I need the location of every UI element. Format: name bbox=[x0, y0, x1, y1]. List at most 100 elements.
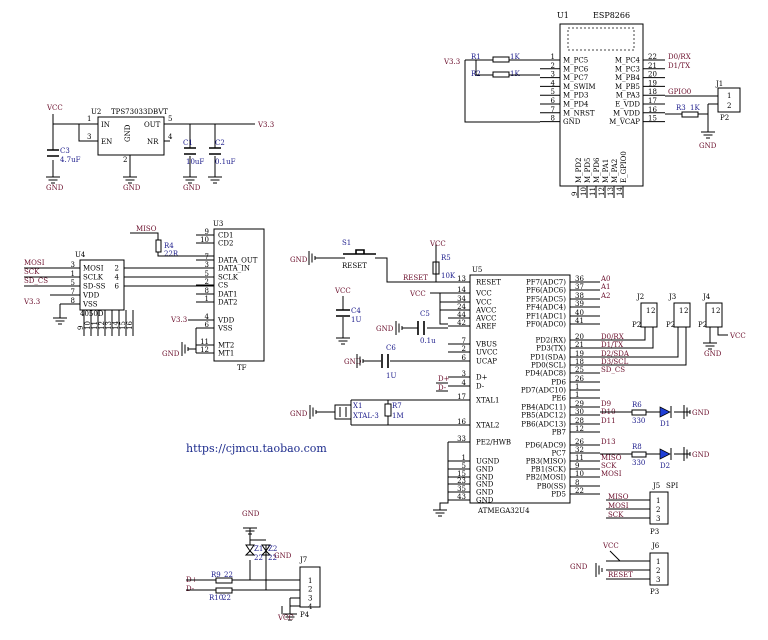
j6-pin-number: 1 bbox=[656, 558, 660, 566]
u4-right-pin-number: 4 bbox=[115, 274, 120, 282]
mcu-right-pin-label: PD7(ADC10) bbox=[521, 387, 566, 395]
j6-vcc-wire bbox=[609, 550, 621, 562]
r8-ref: R8 bbox=[632, 443, 642, 451]
reg-pin-out: 5 bbox=[168, 115, 172, 123]
esp-r1-ref: R1 bbox=[471, 53, 481, 61]
esp-right-pin-label: E_VDD bbox=[615, 101, 640, 109]
mcu-left-pin-number: 24 bbox=[457, 303, 466, 311]
mcu-right-pin-number: 41 bbox=[575, 317, 584, 325]
mcu-right-pin-label: PF5(ADC5) bbox=[526, 296, 566, 304]
u3-v33-net: V3.3 bbox=[170, 316, 187, 324]
c4-gnd-symbol bbox=[336, 337, 350, 345]
esp-right-pin-number: 17 bbox=[648, 97, 657, 105]
esp-right-pin-label: M_PB4 bbox=[615, 74, 641, 82]
mcu-right-pin-number: 20 bbox=[575, 333, 584, 341]
esp-bottom-pin-label: E_GPIO0 bbox=[620, 151, 628, 183]
esp-left-pin-number: 1 bbox=[551, 53, 555, 61]
u4-part: 4050D bbox=[80, 310, 104, 318]
mcu-vcc-net: VCC bbox=[409, 290, 426, 298]
mcu-right-pin-label: PD2(RX) bbox=[536, 337, 567, 345]
mcu-right-pin-label: PB7 bbox=[552, 429, 566, 437]
mcu-right-net-label: A2 bbox=[600, 292, 611, 300]
esp-bottom-pin-number: 10 bbox=[580, 187, 588, 196]
reg-gnd-c1 bbox=[183, 176, 197, 184]
mcu-left-pin-number: 34 bbox=[457, 295, 466, 303]
mcu-left-pin-label: GND bbox=[476, 474, 494, 482]
esp-right-pin-label: M_VCAP bbox=[609, 118, 640, 126]
u3-pin-label: DAT2 bbox=[218, 299, 237, 307]
c4-ref: C4 bbox=[351, 307, 361, 315]
mcu-left-pin-number: 7 bbox=[462, 337, 466, 345]
u4-bottom-pin-number: 11 bbox=[91, 321, 99, 330]
r9-value: 22 bbox=[224, 571, 233, 579]
reg-c3-value: 4.7uF bbox=[60, 156, 81, 164]
mcu-right-net-label: D1/TX bbox=[601, 341, 623, 349]
mcu-left-pin-number: 1 bbox=[462, 454, 466, 462]
r9-ref: R9 bbox=[211, 571, 221, 579]
r6-value: 330 bbox=[632, 417, 645, 425]
u3-pin-label: MT1 bbox=[218, 350, 234, 358]
r5-ref: R5 bbox=[441, 254, 451, 262]
r6-ref: R6 bbox=[632, 401, 642, 409]
u4-left-pin-number: 3 bbox=[71, 261, 75, 269]
mcu-right-pin-label: PD1(SDA) bbox=[530, 354, 566, 362]
usb-pin-number: 3 bbox=[308, 594, 312, 602]
reg-ref: U2 bbox=[91, 108, 101, 116]
u4-left-pin-number: 5 bbox=[71, 279, 75, 287]
u4-ref: U4 bbox=[75, 251, 86, 259]
mcu-right-pin-number: 22 bbox=[575, 487, 584, 495]
u3-pin-label: DAT1 bbox=[218, 291, 237, 299]
u4-left-pin-number: 1 bbox=[71, 270, 75, 278]
d1-gnd: GND bbox=[692, 409, 710, 417]
mcu-left-pin-number: 14 bbox=[457, 286, 466, 294]
esp-right-pin-number: 20 bbox=[648, 71, 657, 79]
u4-left-pin-label: MOSI bbox=[83, 265, 104, 273]
reg-c2-ref: C2 bbox=[215, 139, 225, 147]
j2-pin-1: 1 bbox=[646, 307, 650, 315]
esp-right-pin-label: M_PC4 bbox=[615, 57, 641, 65]
mcu-left-pin-label: VCC bbox=[475, 290, 492, 298]
esp-bottom-pin-number: 13 bbox=[607, 187, 615, 196]
u4-left-pin-label: SCLK bbox=[83, 274, 104, 282]
mcu-left-pin-number: 33 bbox=[457, 435, 466, 443]
reg-name: TPS73033DBVT bbox=[111, 108, 168, 116]
u3-pin-number: 10 bbox=[200, 236, 209, 244]
r10-value: 22 bbox=[222, 594, 231, 602]
r7-value: 1M bbox=[392, 412, 404, 420]
mcu-right-pin-label: PD6 bbox=[551, 379, 566, 387]
esp-left-pin-number: 7 bbox=[551, 106, 555, 114]
reg-in-label: IN bbox=[101, 121, 110, 129]
mcu-right-pin-number: 37 bbox=[575, 283, 584, 291]
led-circuits: R6 330 R8 330 D1 D2 GND GND bbox=[600, 401, 710, 470]
mcu-right-pin-label: PE6 bbox=[552, 395, 567, 403]
mcu-left-pin-label: AVCC bbox=[475, 307, 496, 315]
mcu-left-pin-number: 15 bbox=[457, 470, 466, 478]
esp-left-pin-label: M_SWIM bbox=[563, 83, 596, 91]
esp-right-pin-label: M_PC3 bbox=[615, 65, 640, 73]
r7-ref: R7 bbox=[392, 402, 402, 410]
mcu-right-pin-label: PD3(TX) bbox=[536, 345, 566, 353]
esp-bottom-pin-label: M_PD2 bbox=[575, 158, 583, 183]
mcu-right-pin-number: 40 bbox=[575, 309, 584, 317]
mcu-right-pin-number: 29 bbox=[575, 400, 584, 408]
esp-right-pin-label: M_VDD bbox=[613, 109, 640, 117]
mcu-left-pin-number: 43 bbox=[457, 493, 466, 501]
mcu-left-pin-number: 2 bbox=[462, 345, 466, 353]
esp-left-pin-label: M_PC6 bbox=[563, 65, 589, 73]
u3-pin-number: 3 bbox=[205, 261, 209, 269]
u3-pin-label: DATA_OUT bbox=[218, 257, 258, 265]
j1-pin-1: 1 bbox=[727, 92, 731, 100]
j4-vcc: VCC bbox=[729, 332, 746, 340]
esp-bottom-pin-label: M_PA1 bbox=[602, 159, 610, 183]
c4-vcc: VCC bbox=[334, 287, 351, 295]
mcu-right-pin-label: PB3(MISO) bbox=[526, 458, 567, 466]
mcu-dminus-net: D- bbox=[438, 384, 447, 392]
mcu-left-pin-label: AREF bbox=[475, 323, 496, 331]
u3-pin-label: MT2 bbox=[218, 342, 234, 350]
u4-left-pin-label: VDD bbox=[82, 292, 100, 300]
mcu-left-pin-label: D- bbox=[476, 383, 485, 391]
